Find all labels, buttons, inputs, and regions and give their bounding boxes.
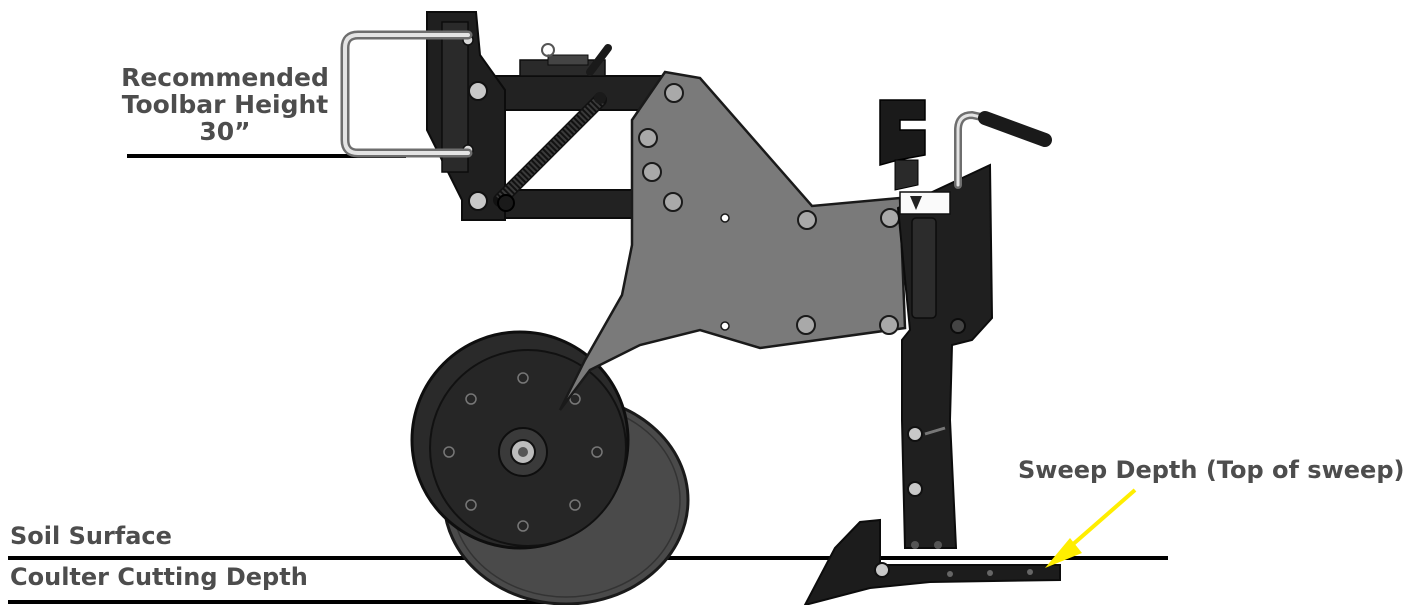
down-pressure-spring: [493, 92, 607, 212]
shank: [896, 163, 994, 549]
toolbar-bracket: [426, 11, 506, 221]
soil-surface-label: Soil Surface: [10, 522, 172, 550]
toolbar-height-label: Recommended Toolbar Height 30”: [110, 64, 340, 145]
coulter-depth-label: Coulter Cutting Depth: [10, 563, 308, 591]
sweep: [803, 518, 1061, 605]
toolbar-height-label-line2: Toolbar Height: [121, 90, 329, 119]
depth-handle: [954, 110, 1052, 189]
sweep-depth-arrow: [1045, 488, 1137, 568]
spring-adjuster: [519, 43, 612, 77]
toolbar-height-label-line1: Recommended: [121, 63, 329, 92]
toolbar-height-label-line3: 30”: [199, 117, 251, 146]
u-bolt: [340, 30, 473, 158]
gauge-wheel: [410, 330, 630, 550]
depth-adjust-bracket: [879, 99, 951, 215]
main-frame-plate: [558, 70, 907, 411]
sweep-depth-label: Sweep Depth (Top of sweep): [1018, 456, 1405, 484]
